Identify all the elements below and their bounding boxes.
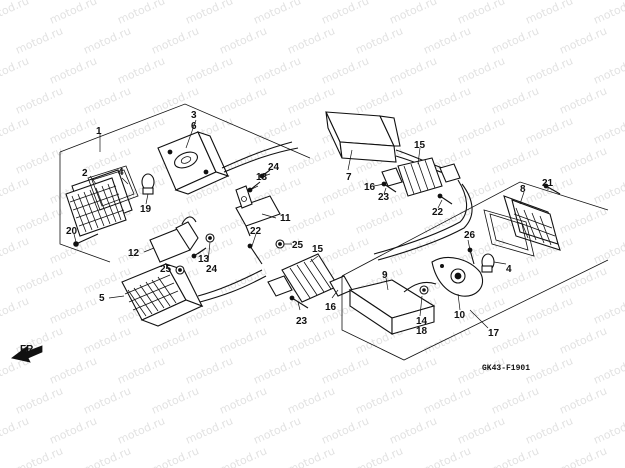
callout-2: 2 xyxy=(82,168,88,179)
callout-26: 26 xyxy=(464,230,476,241)
callout-20: 20 xyxy=(66,226,78,237)
right-assembly-frame xyxy=(341,181,609,361)
callout-8: 8 xyxy=(520,184,526,195)
bolt-24-upper xyxy=(259,169,271,179)
screw-20 xyxy=(73,233,99,247)
callout-4: 4 xyxy=(118,167,124,178)
callout-1: 1 xyxy=(96,126,102,137)
callout-16-upper: 16 xyxy=(364,182,376,193)
callout-11: 11 xyxy=(280,213,291,224)
callout-6: 6 xyxy=(191,121,197,132)
callout-5: 5 xyxy=(99,293,105,304)
bracket-12 xyxy=(149,216,199,263)
winker-housing xyxy=(157,131,230,195)
callout-16-mid: 16 xyxy=(325,302,337,313)
callout-15-mid: 15 xyxy=(312,244,324,255)
screw-26 xyxy=(467,247,475,265)
callout-4-right: 4 xyxy=(506,264,512,275)
callout-labels: 1 2 3 6 4 19 20 5 12 13 24 11 24 13 25 2… xyxy=(66,110,554,339)
gasket-right xyxy=(483,209,535,257)
nut-24-lower xyxy=(205,233,215,243)
bulb-left xyxy=(141,173,155,195)
screw-21 xyxy=(543,183,561,195)
diagram-code: GK43-F1901 xyxy=(482,364,530,373)
callout-21: 21 xyxy=(542,178,554,189)
winker-lens-right xyxy=(503,195,561,251)
gasket-left xyxy=(87,165,139,211)
callout-14: 14 xyxy=(416,316,428,327)
callout-25-mid: 25 xyxy=(292,240,304,251)
callout-23-upper: 23 xyxy=(378,192,390,203)
winker-lens-left xyxy=(65,169,133,237)
bolt-13 xyxy=(247,181,261,193)
nut-25-mid xyxy=(275,239,285,249)
bolt-13-lower xyxy=(191,247,207,259)
callout-19: 19 xyxy=(140,204,152,215)
bolt-22-upper xyxy=(437,193,453,205)
callout-17: 17 xyxy=(488,328,500,339)
winker-housing-9 xyxy=(348,279,436,336)
callout-12: 12 xyxy=(128,248,140,259)
callout-25-left: 25 xyxy=(160,264,172,275)
callout-22-upper: 22 xyxy=(432,207,444,218)
callout-24-lower: 24 xyxy=(206,264,218,275)
bulb-right xyxy=(481,253,495,273)
winker-7 xyxy=(325,111,401,163)
callout-24-upper: 24 xyxy=(268,162,280,173)
bulb-socket-14 xyxy=(419,285,429,295)
leader-lines xyxy=(73,119,549,329)
callout-15-upper: 15 xyxy=(414,140,426,151)
direction-label: FR. xyxy=(20,344,36,355)
winker-assembly-5 xyxy=(121,263,204,327)
callout-18: 18 xyxy=(416,326,428,337)
callout-13-lower: 13 xyxy=(198,254,210,265)
callout-22-mid: 22 xyxy=(250,226,262,237)
connector-15-upper xyxy=(381,157,461,197)
callout-23-mid: 23 xyxy=(296,316,308,327)
nut-25-left xyxy=(175,265,185,275)
callout-13: 13 xyxy=(256,172,268,183)
callout-7: 7 xyxy=(346,172,352,183)
socket-plate-10 xyxy=(431,257,484,297)
callout-3: 3 xyxy=(191,110,197,121)
bolt-23-mid xyxy=(289,295,309,309)
bracket-11 xyxy=(235,185,281,237)
left-assembly-frame xyxy=(59,103,311,263)
connector-15-mid xyxy=(267,253,353,303)
callout-10: 10 xyxy=(454,310,466,321)
callout-9: 9 xyxy=(382,270,388,281)
bolt-22-mid xyxy=(247,243,263,265)
front-arrow-icon xyxy=(11,344,43,363)
